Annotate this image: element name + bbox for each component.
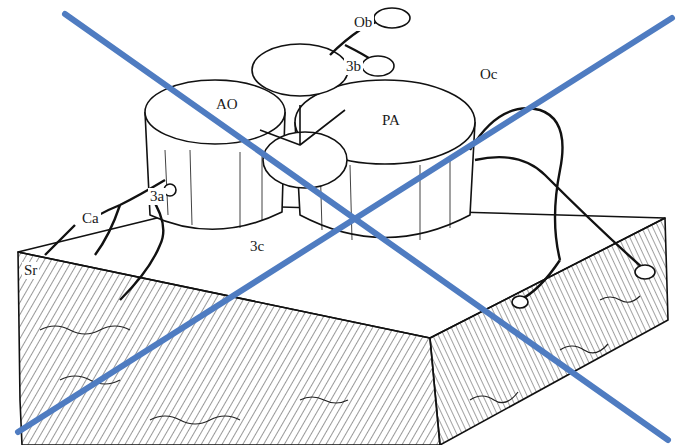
aorta-striations	[165, 150, 262, 228]
fibrous-trigone	[260, 105, 345, 145]
part-label: AO	[214, 96, 240, 113]
part-label: Ob	[352, 14, 374, 31]
cross-stroke	[18, 18, 672, 432]
block-right-face	[430, 218, 668, 445]
part-label: 3c	[248, 238, 266, 255]
vessel-stump	[635, 265, 655, 279]
aorta-opening	[145, 80, 285, 144]
coronary-artery	[45, 180, 165, 300]
part-label: PA	[380, 112, 402, 129]
vessel-stump	[512, 296, 528, 308]
coronary-artery	[470, 108, 645, 300]
vessel-stump	[362, 56, 394, 76]
part-label: 3a	[148, 188, 166, 205]
vessel-stump	[374, 8, 410, 28]
part-label: 3b	[344, 58, 363, 75]
part-label: Sr	[22, 262, 39, 279]
part-label: Oc	[478, 66, 500, 83]
part-label: Ca	[80, 210, 101, 227]
